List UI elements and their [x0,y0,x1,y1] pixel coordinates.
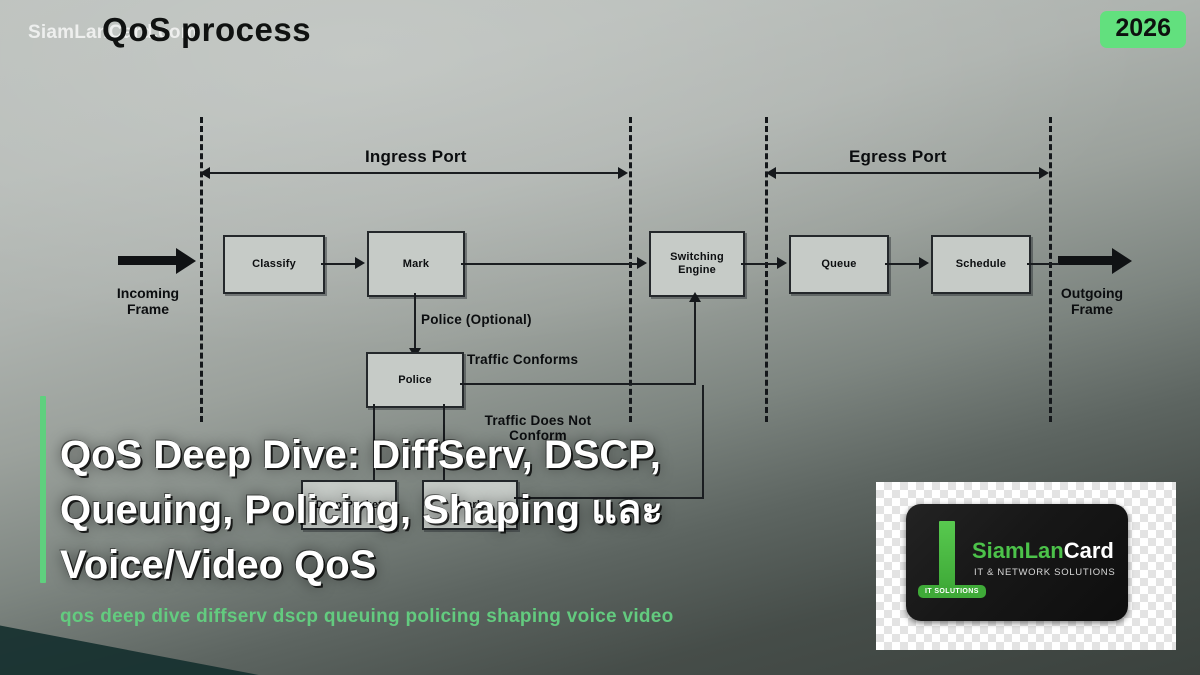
logo-subtitle: IT & NETWORK SOLUTIONS [974,567,1116,578]
node-drop-packet-label: Drop Packet [315,498,383,511]
node-mark-label: Mark [402,257,430,270]
page-title: QoS process [102,11,312,48]
police-optional-label: Police (Optional) [421,312,532,327]
edge-police-to-mark2 [443,404,445,480]
incoming-frame-arrow-shaft [118,256,176,265]
node-mark: Mark [367,231,465,297]
watermark-text: SiamLanCard.com [28,22,198,43]
node-schedule: Schedule [931,235,1031,294]
edge-switching-to-queue [741,263,779,265]
egress-port-label: Egress Port [849,147,947,166]
traffic-conforms-label: Traffic Conforms [467,352,579,367]
edge-queue-to-schedule-head [919,257,929,269]
egress-span-arrow-left [766,167,776,179]
node-switching-engine: Switching Engine [649,231,745,297]
edge-mark-to-switching [461,263,639,265]
slide-main-title: QoS Deep Dive: DiffServ, DSCP, Queuing, … [60,428,800,594]
boundary-line-left [200,117,203,422]
traffic-not-conform-label: Traffic Does Not Conform [484,413,592,443]
ingress-span-arrow-left [200,167,210,179]
node-schedule-label: Schedule [955,258,1007,271]
main-title-line3: Voice/Video QoS [60,543,377,588]
node-classify: Classify [223,235,325,294]
egress-span-line [775,172,1041,174]
node-queue: Queue [789,235,889,294]
edge-mark2-up [702,385,704,498]
incoming-frame-arrow-head [176,248,196,274]
edge-schedule-to-outgoing [1027,263,1059,265]
logo-brand-name: SiamLanCard [972,540,1114,562]
node-mark-2: Mark [422,480,518,530]
boundary-line-egress-start [765,117,768,422]
keyword-tagline: qos deep dive diffserv dscp queuing poli… [60,606,674,627]
edge-police-to-drop [373,404,375,480]
incoming-frame-label-line2: Frame [126,301,170,318]
edge-queue-to-schedule [885,263,921,265]
edge-traffic-conforms-up [694,300,696,385]
traffic-not-conform-line1: Traffic Does Not [484,413,592,428]
ingress-span-arrow-right [618,167,628,179]
title-accent-bar [40,396,46,583]
edge-traffic-conforms [460,383,696,385]
node-switching-engine-label-line2: Engine [678,264,716,276]
incoming-frame-label-line1: Incoming [116,285,180,301]
incoming-frame-label: Incoming Frame [100,285,196,317]
logo-brand-name-green: SiamLan [972,538,1064,563]
edge-mark-to-police [414,293,416,353]
node-switching-engine-label-line1: Switching [670,251,724,264]
egress-span-arrow-right [1039,167,1049,179]
edge-classify-to-mark [321,263,357,265]
node-drop-packet: Drop Packet [301,480,397,530]
node-police: Police [366,352,464,408]
logo-green-bar-icon [939,521,955,589]
node-mark-2-label: Mark [456,498,484,511]
logo-it-solutions-badge: IT SOLUTIONS [918,585,986,598]
outgoing-frame-arrow-head [1112,248,1132,274]
outgoing-frame-label: Outgoing Frame [1044,285,1140,317]
main-title-line1: QoS Deep Dive: DiffServ, DSCP, [60,433,661,477]
traffic-not-conform-line2: Conform [509,428,567,444]
outgoing-frame-label-line1: Outgoing [1060,285,1124,301]
node-queue-label: Queue [821,258,857,271]
qos-process-diagram: Ingress Port Egress Port Incoming Frame … [0,95,1200,530]
ingress-port-label: Ingress Port [365,147,467,166]
edge-mark2-to-right [514,497,704,499]
outgoing-frame-label-line2: Frame [1070,301,1114,318]
boundary-line-ingress-end [629,117,632,422]
logo-image-frame: IT SOLUTIONS SiamLanCard IT & NETWORK SO… [876,482,1176,650]
edge-mark-to-switching-head [637,257,647,269]
siamlancard-logo-card: IT SOLUTIONS SiamLanCard IT & NETWORK SO… [906,504,1128,621]
ingress-span-line [208,172,618,174]
boundary-line-right [1049,117,1052,422]
edge-switching-to-queue-head [777,257,787,269]
edge-traffic-conforms-head [689,292,701,302]
node-classify-label: Classify [252,258,296,271]
logo-brand-name-white: Card [1063,538,1114,563]
main-title-line2: Queuing, Policing, Shaping และ [60,488,663,533]
edge-classify-to-mark-head [355,257,365,269]
node-police-label: Police [398,373,432,386]
year-badge: 2026 [1100,11,1186,48]
outgoing-frame-arrow-shaft [1058,256,1112,265]
